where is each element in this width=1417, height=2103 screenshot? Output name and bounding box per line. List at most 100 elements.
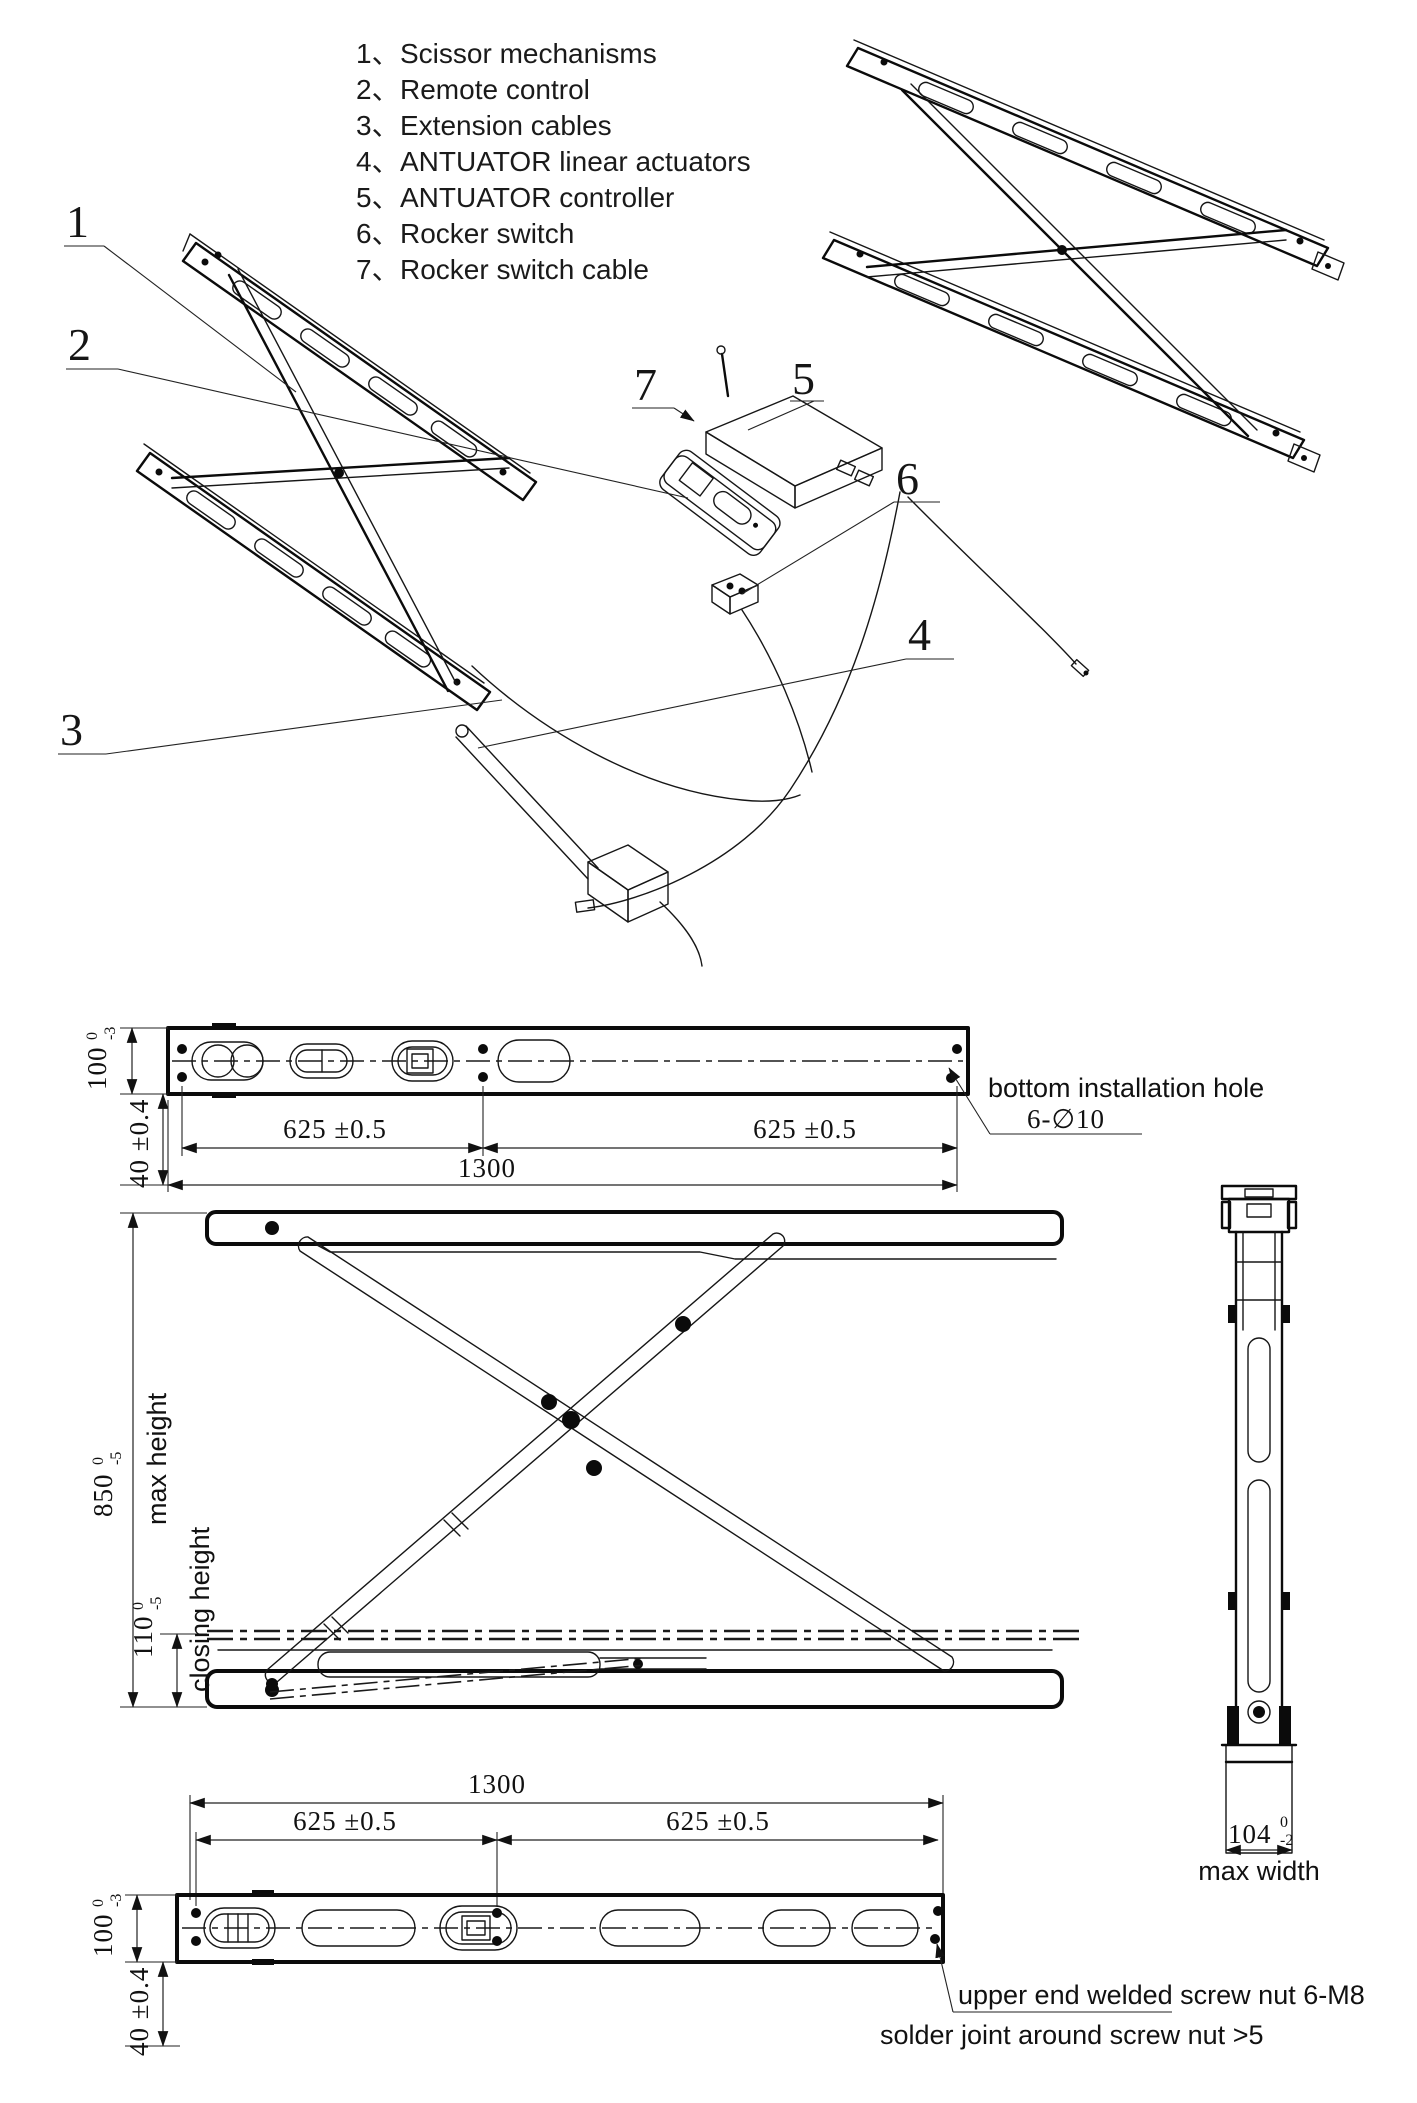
hole-leader <box>948 1067 991 1135</box>
top-view-dimensions: 100 0 -3 40 ±0.4 625 ±0.5 625 ±0.5 1300 <box>82 1027 958 1192</box>
dim-110-text: 110 0 -5 <box>128 1597 165 1658</box>
end-view-column <box>1227 1230 1291 1744</box>
right-scissor-arms <box>865 83 1288 438</box>
dim-104-tol-bot: -2 <box>1280 1832 1293 1849</box>
dim-value: 100 <box>88 1914 118 1958</box>
bottom-view-upper-dimensions: 1300 625 ±0.5 625 ±0.5 <box>189 1769 944 1906</box>
cable-branch <box>471 665 801 802</box>
callout-5-leader <box>747 400 815 431</box>
bottom-rail-view: 1300 625 ±0.5 625 ±0.5 <box>88 1769 1365 2056</box>
left-bottom-rail <box>135 451 492 712</box>
callout-7-leader <box>673 407 695 422</box>
top-rail-view: bottom installation hole 6-∅10 100 0 -3 … <box>82 1023 1264 1192</box>
dim-tol-top: 0 <box>90 1899 107 1907</box>
controller-port <box>853 469 875 487</box>
bottom-rail-slots <box>203 1905 919 1951</box>
legend-item-number: 2、 <box>356 74 400 105</box>
dim-tol-bot: -3 <box>102 1027 119 1040</box>
end-view-dimensions: 104 0 -2 max width <box>1198 1814 1320 1886</box>
legend-item-label: Remote control <box>400 74 590 105</box>
cable-to-connector <box>907 496 1077 665</box>
actuator-motor-top <box>587 844 669 891</box>
legend-item-label: ANTUATOR controller <box>400 182 674 213</box>
rocker-switch <box>711 573 759 615</box>
callout-2-number: 2 <box>68 319 91 370</box>
dim-104-value: 104 <box>1228 1819 1272 1849</box>
callout-1-leader <box>103 245 297 393</box>
arm-a <box>297 1236 955 1672</box>
legend-item-number: 5、 <box>356 182 400 213</box>
cable-plug <box>574 899 596 913</box>
axis-label: max height <box>142 1392 172 1525</box>
legend-item-label: ANTUATOR linear actuators <box>400 146 751 177</box>
dim-tol-top: 0 <box>90 1457 107 1465</box>
weld-nut-annotation: upper end welded screw nut 6-M8 solder j… <box>880 1943 1365 2050</box>
isometric-assembly-view: 1 2 3 4 5 6 7 <box>58 39 1345 967</box>
dim-value: 40 ±0.4 <box>124 1967 154 2056</box>
dim-tol-bot: -3 <box>108 1894 125 1907</box>
legend-item-label: Rocker switch cable <box>400 254 649 285</box>
top-rail-slots <box>191 1039 571 1083</box>
left-bottom-rail-edge <box>143 443 485 684</box>
legend-item-label: Scissor mechanisms <box>400 38 657 69</box>
side-view-dimensions: 850 0 -5 max height 110 0 -5 closing hei… <box>88 1212 215 1708</box>
bottom-view-left-dimensions: 100 0 -3 40 ±0.4 <box>88 1894 180 2056</box>
dim-1300: 1300 <box>468 1769 526 1799</box>
hole-annotation: bottom installation hole 6-∅10 <box>948 1067 1264 1135</box>
dim-tol-bot: -5 <box>148 1597 165 1610</box>
controller-antenna <box>720 352 730 398</box>
arm-b <box>264 1232 786 1684</box>
top-rail-outline <box>166 1026 970 1096</box>
legend-item-label: Rocker switch <box>400 218 574 249</box>
side-actuator <box>269 1651 707 1700</box>
solder-note-text: solder joint around screw nut >5 <box>880 2020 1263 2050</box>
end-view-top-cap <box>1220 1184 1298 1234</box>
hole-spec-text: 6-∅10 <box>1027 1104 1105 1134</box>
callout-4-number: 4 <box>908 609 931 660</box>
left-scissor-arms <box>170 268 511 693</box>
left-top-rail <box>181 241 538 502</box>
left-top-rail-slots <box>232 280 478 458</box>
label-max-width: max width <box>1198 1856 1320 1886</box>
dim-100-text: 100 0 -3 <box>88 1894 125 1957</box>
dim-value: 100 <box>82 1047 112 1091</box>
callout-7-number: 7 <box>634 359 657 410</box>
callout-1-number: 1 <box>66 196 89 247</box>
label-closing-height: closing height <box>185 1526 215 1692</box>
dim-625-left: 625 ±0.5 <box>283 1114 387 1144</box>
top-platform-underside <box>314 1243 1057 1260</box>
right-bottom-rail-slots <box>894 273 1232 427</box>
dim-625-right: 625 ±0.5 <box>666 1806 770 1836</box>
dim-tol-bot: -5 <box>108 1452 125 1465</box>
dim-value: 850 <box>88 1474 118 1518</box>
right-bottom-rail <box>821 238 1306 460</box>
legend-item-number: 3、 <box>356 110 400 141</box>
callout-3-number: 3 <box>60 704 83 755</box>
controller-antenna-tip <box>716 345 726 355</box>
top-platform <box>205 1210 1064 1246</box>
callout-1: 1 <box>64 196 297 393</box>
actuator-motor-side <box>627 871 669 923</box>
dim-1300: 1300 <box>458 1153 516 1183</box>
legend-item-number: 4、 <box>356 146 400 177</box>
left-bottom-rail-slots <box>186 490 432 668</box>
hole-note-text: bottom installation hole <box>988 1073 1264 1103</box>
dim-850-text: 850 0 -5 <box>88 1452 125 1517</box>
side-scissor-arms <box>264 1232 955 1690</box>
callout-2: 2 <box>66 319 689 499</box>
legend-item-number: 6、 <box>356 218 400 249</box>
callout-5: 5 <box>747 353 824 431</box>
dim-104-tol-top: 0 <box>1280 1814 1288 1831</box>
right-scissor-mechanism <box>821 39 1345 473</box>
dim-value: 40 ±0.4 <box>124 1099 154 1188</box>
callout-4-leader <box>477 658 907 749</box>
end-view: 104 0 -2 max width <box>1198 1184 1320 1886</box>
extension-cables <box>471 491 1090 913</box>
remote-buttons <box>713 490 752 525</box>
axis-label: closing height <box>185 1526 215 1692</box>
remote-screen <box>678 462 714 497</box>
legend-item-label: Extension cables <box>400 110 612 141</box>
dim-625-right: 625 ±0.5 <box>753 1114 857 1144</box>
dim-625-left: 625 ±0.5 <box>293 1806 397 1836</box>
